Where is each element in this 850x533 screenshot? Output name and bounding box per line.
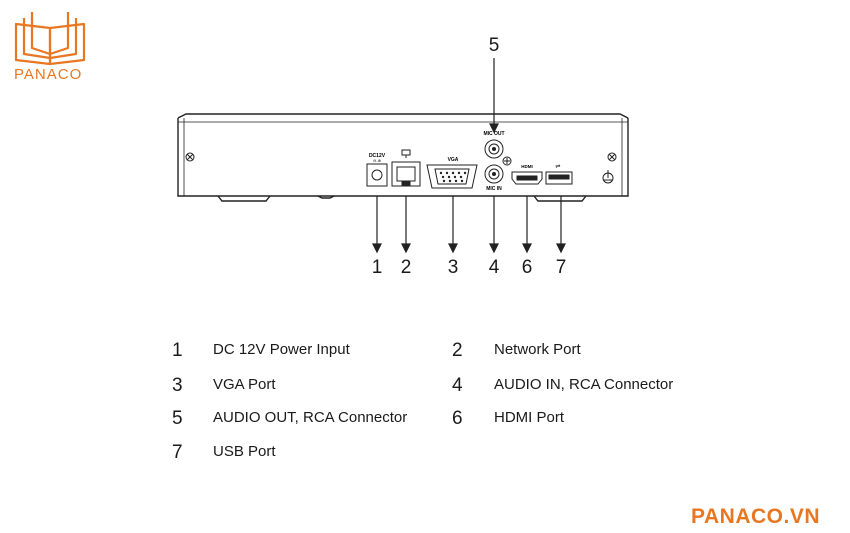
callout-number-5: 5: [489, 35, 500, 56]
dc-label: DC12V: [369, 153, 386, 159]
callout-arrow-6: [522, 243, 532, 254]
legend-label: AUDIO IN, RCA Connector: [494, 376, 674, 393]
screw-right-icon: [607, 152, 617, 162]
callout-arrow-5: [489, 123, 499, 134]
legend-num: 7: [172, 442, 183, 463]
chassis: [177, 113, 629, 202]
usb-port: [545, 171, 573, 185]
network-icon: [401, 149, 411, 158]
dc-polarity-label: ⊖-⊕: [373, 158, 381, 163]
legend-label: HDMI Port: [494, 409, 565, 426]
audio-out-rca: [484, 139, 504, 159]
callout-number-3: 3: [448, 257, 459, 278]
legend-label: USB Port: [213, 443, 276, 460]
legend-num: 5: [172, 408, 183, 429]
panaco-logo-icon: [14, 12, 86, 66]
callout-arrow-7: [556, 243, 566, 254]
legend-num: 2: [452, 340, 463, 361]
legend-label: Network Port: [494, 341, 581, 358]
mic-in-label: MIC IN: [486, 186, 502, 192]
port-legend: 1 DC 12V Power Input 2 Network Port 3 VG…: [0, 330, 850, 470]
callout-arrow-1: [372, 243, 382, 254]
vga-port: [426, 164, 478, 189]
vga-label: VGA: [448, 157, 459, 163]
legend-num: 1: [172, 340, 183, 361]
mic-out-label: MIC OUT: [483, 131, 504, 137]
audio-in-rca: [484, 164, 504, 184]
callout-arrow-2: [401, 243, 411, 254]
callout-arrow-4: [489, 243, 499, 254]
brand-url: PANACO.VN: [691, 505, 820, 528]
device-rear-panel-diagram: DC12V ⊖-⊕ VGA MIC OUT MIC IN HDMI ⇌: [177, 35, 629, 278]
brand-name: PANACO: [14, 66, 83, 83]
callout-number-1: 1: [372, 257, 383, 278]
ground-icon: [602, 170, 614, 184]
screw-left-icon: [185, 152, 195, 162]
hdmi-label: HDMI: [521, 164, 533, 169]
legend-label: AUDIO OUT, RCA Connector: [213, 409, 408, 426]
dc-power-jack: [366, 163, 388, 187]
callout-number-6: 6: [522, 257, 533, 278]
callout-number-7: 7: [556, 257, 567, 278]
hdmi-port: [511, 171, 543, 185]
legend-num: 3: [172, 375, 183, 396]
plus-screw-icon: [502, 156, 512, 166]
usb-symbol: ⇌: [555, 164, 560, 170]
callout-number-4: 4: [489, 257, 500, 278]
legend-label: VGA Port: [213, 376, 276, 393]
network-port: [391, 161, 421, 187]
legend-num: 4: [452, 375, 463, 396]
callout-arrow-3: [448, 243, 458, 254]
legend-label: DC 12V Power Input: [213, 341, 350, 358]
callout-number-2: 2: [401, 257, 412, 278]
legend-num: 6: [452, 408, 463, 429]
